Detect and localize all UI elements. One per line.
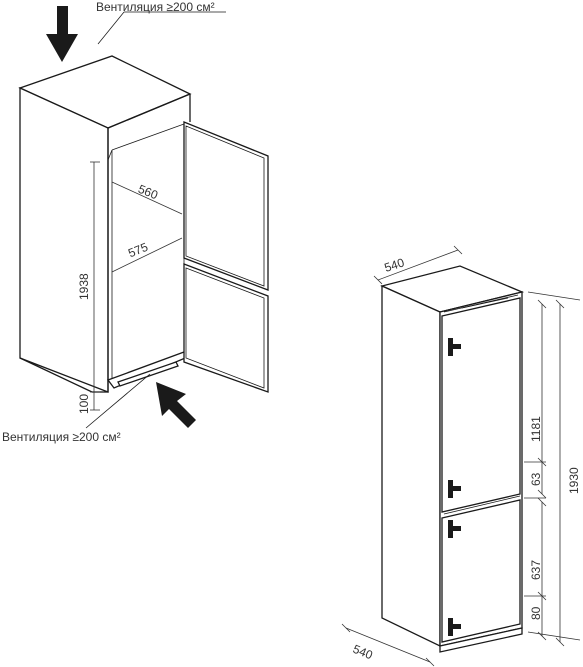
appliance-bottom-zone-label: 80: [529, 606, 543, 620]
appliance-lower-zone-label: 637: [529, 560, 543, 580]
appliance-left-side: [381, 284, 441, 648]
door-bracket-icon: [448, 338, 461, 636]
appliance-depth-label: 540: [351, 642, 375, 663]
appliance-3d: 540 540 1930 1181 63 637 80: [341, 245, 581, 667]
appliance-lower-door: [441, 499, 521, 643]
appliance-upper-door: [441, 297, 521, 513]
vent-bottom-label: Вентиляция ≥200 см²: [2, 430, 121, 444]
upper-door-open: [183, 121, 269, 291]
lower-door-open: [183, 263, 269, 393]
niche-plinth-label: 100: [77, 394, 91, 414]
appliance-gap-zone-label: 63: [529, 472, 543, 486]
arrow-up-left-icon: [156, 382, 196, 428]
cabinet-niche: 560 575 1938 100: [18, 11, 269, 429]
niche-depth-top-label: 560: [136, 182, 160, 203]
appliance-total-height-label: 1930: [567, 467, 581, 494]
arrow-down-icon: [46, 6, 78, 62]
vent-grille-bottom: [117, 361, 179, 387]
cabinet-left-side: [19, 86, 109, 393]
appliance-width-label: 540: [383, 255, 407, 275]
niche-height-label: 1938: [77, 273, 91, 300]
appliance-upper-zone-label: 1181: [529, 416, 543, 442]
vent-top-label: Вентиляция ≥200 см²: [96, 0, 215, 14]
niche-depth-bottom-label: 575: [126, 240, 150, 261]
